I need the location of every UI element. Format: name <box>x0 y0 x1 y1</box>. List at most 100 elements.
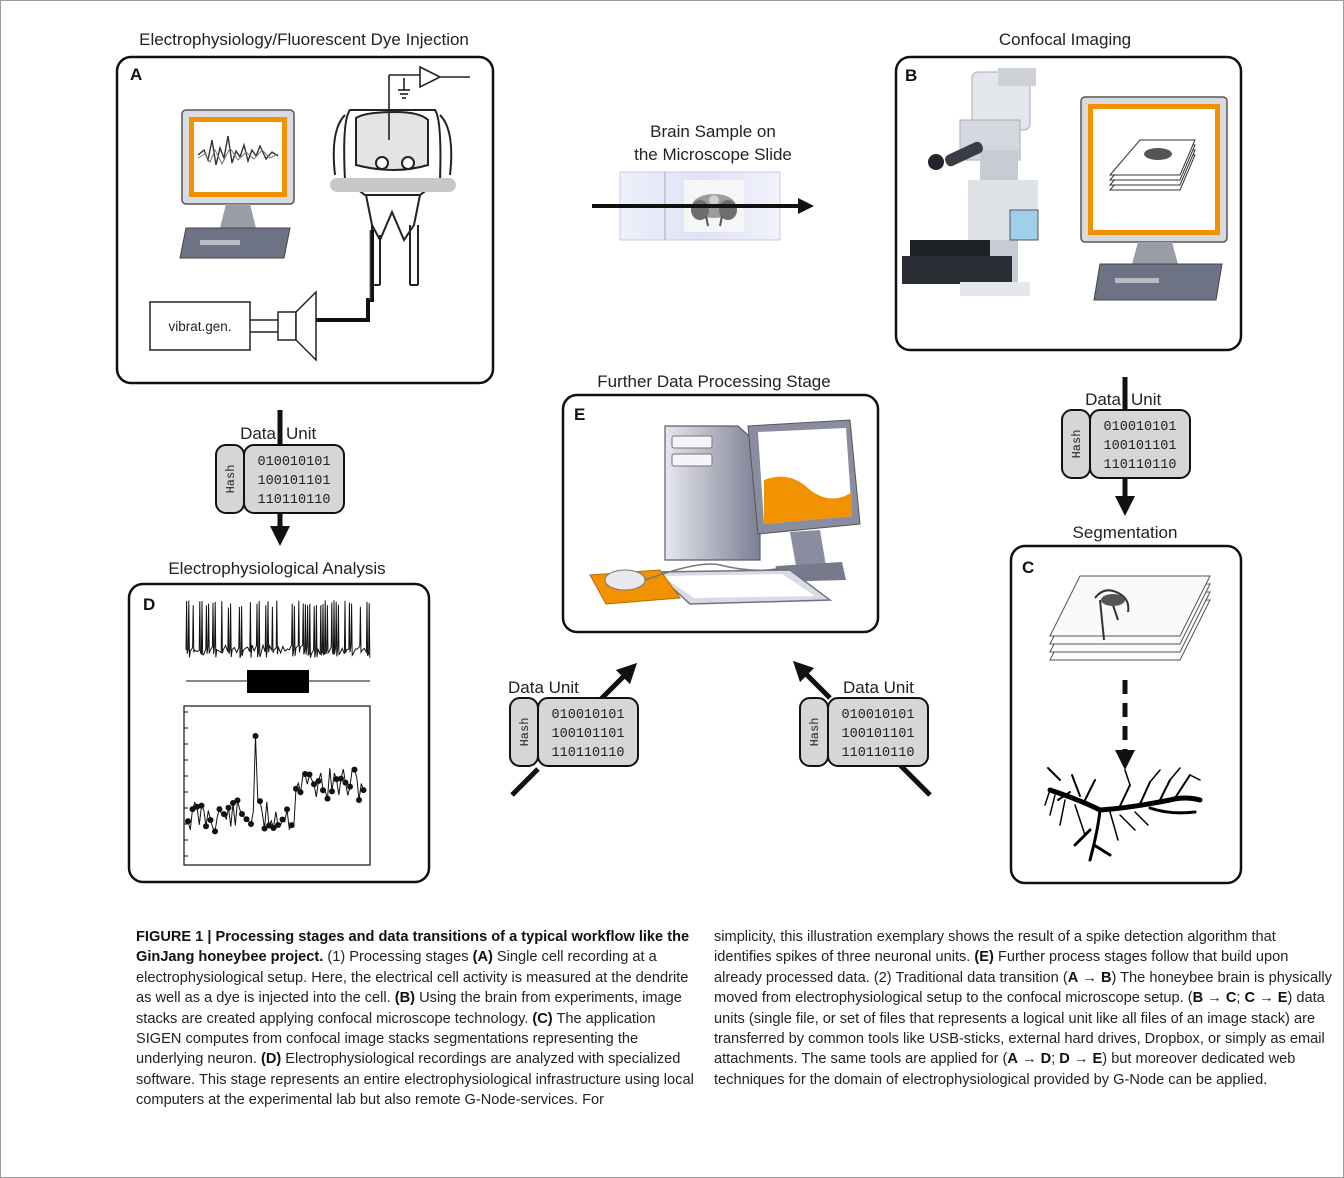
stage-b-title: Confocal Imaging <box>999 30 1131 49</box>
caption-text-run: ) The honeybee brain is physically moved… <box>714 969 1332 1007</box>
caption-text-run: → <box>1069 1051 1093 1068</box>
caption-text-run: Electrophysiological recordings are anal… <box>136 1051 694 1109</box>
bits-box <box>243 444 345 514</box>
caption-text-run: E <box>1092 1051 1103 1068</box>
rate-point <box>225 804 232 811</box>
panel-c-letter: C <box>1022 558 1034 577</box>
caption-text-run: (E) <box>974 949 994 966</box>
hash-label: Hash <box>518 718 532 747</box>
caption-text-run: A <box>1067 969 1079 986</box>
caption-text-run: Using the brain from experiments, image … <box>136 990 682 1027</box>
panel-d: D <box>127 582 431 884</box>
rate-point <box>212 828 218 835</box>
rate-point <box>360 787 367 794</box>
caption-text-run: A <box>1007 1051 1018 1068</box>
data-unit-c-to-e: Data Unit Hash 010010101 100101101 11011… <box>792 660 932 797</box>
honeybee-preparation-icon <box>330 109 456 286</box>
stage-c-title: Segmentation <box>1073 523 1178 542</box>
stimulus-cable <box>316 230 374 322</box>
recording-monitor-icon <box>179 109 295 259</box>
caption-text-run: B <box>1192 990 1204 1007</box>
caption-text-run: C <box>1244 990 1256 1007</box>
caption-left-column: FIGURE 1 | Processing stages and data tr… <box>136 927 701 1111</box>
panel-e-letter: E <box>574 405 585 424</box>
hash-label: Hash <box>808 718 822 747</box>
caption-text-run: D <box>1040 1051 1052 1068</box>
caption-label: FIGURE 1 | Processing stages and data tr… <box>136 929 690 966</box>
caption-text-run: simplicity, this illustration exemplary … <box>714 929 1276 966</box>
bits-box <box>1089 409 1191 479</box>
panel-a-letter: A <box>130 65 142 84</box>
bits-row-2: 100101101 <box>552 727 625 742</box>
rate-point <box>320 787 326 794</box>
rate-point <box>306 771 313 778</box>
spike-trace <box>185 600 371 658</box>
caption-text-run: C <box>1225 990 1237 1007</box>
rate-point <box>329 788 335 795</box>
panel-b-letter: B <box>905 66 917 85</box>
figure-caption: FIGURE 1 | Processing stages and data tr… <box>136 927 1332 1167</box>
bits-row-3: 110110110 <box>552 746 625 761</box>
caption-text-run: (B) <box>394 990 416 1007</box>
caption-text-run: → <box>1255 990 1278 1007</box>
rate-point <box>230 799 236 806</box>
stage-a-title: Electrophysiology/Fluorescent Dye Inject… <box>139 30 469 49</box>
rate-point <box>216 806 223 813</box>
caption-text-run: → <box>1017 1051 1041 1068</box>
desktop-computer-icon <box>589 419 861 605</box>
electrode-amplifier-icon <box>388 65 470 140</box>
bits-row-2: 100101101 <box>258 474 331 489</box>
panel-c: C <box>1009 544 1243 885</box>
image-stack-icon <box>1108 139 1196 191</box>
data-unit-label-de: Data Unit <box>508 678 579 697</box>
rate-point <box>288 822 295 829</box>
stimulus-bar <box>247 670 309 693</box>
rate-point <box>243 816 250 823</box>
stage-d-title: Electrophysiological Analysis <box>168 559 385 578</box>
rate-point <box>342 779 349 786</box>
rate-point <box>257 798 263 805</box>
bits-row-3: 110110110 <box>1104 458 1177 473</box>
rate-point <box>194 803 200 810</box>
rate-point <box>311 781 317 788</box>
panel-b: B <box>894 55 1243 352</box>
neuron-reconstruction-icon <box>1044 767 1203 862</box>
rate-point <box>239 810 245 817</box>
bits-box <box>827 697 929 767</box>
bits-row-3: 110110110 <box>258 493 331 508</box>
brain-sample-line2: the Microscope Slide <box>634 145 792 164</box>
vibration-generator-icon: vibrat.gen. <box>149 290 317 362</box>
panel-e: E <box>561 393 880 634</box>
caption-text-run: ) but moreover dedicated web techniques … <box>714 1051 1296 1088</box>
rate-point <box>315 777 322 784</box>
rate-point <box>279 816 286 823</box>
rate-point <box>356 797 362 804</box>
rate-point <box>284 806 290 813</box>
rate-point <box>266 822 272 829</box>
data-unit-label-ad-left: Data <box>240 424 276 443</box>
panel-d-letter: D <box>143 595 155 614</box>
bits-row-2: 100101101 <box>1104 439 1177 454</box>
caption-text-run: Further process stages follow that build… <box>714 949 1289 986</box>
bits-row-1: 010010101 <box>552 708 625 723</box>
caption-text-run: ; <box>1051 1051 1060 1068</box>
caption-text-run: The application SIGEN computes from conf… <box>136 1010 656 1068</box>
data-unit-label-bc-right: Unit <box>1131 390 1162 409</box>
rate-point <box>324 795 331 802</box>
stage-e-title: Further Data Processing Stage <box>597 372 830 391</box>
rate-point <box>333 776 340 783</box>
caption-text-run: ; <box>1236 990 1245 1007</box>
rate-point <box>275 822 281 829</box>
caption-text-run: D <box>1059 1051 1070 1068</box>
caption-text-run: E <box>1277 990 1288 1007</box>
rate-point <box>351 766 358 773</box>
data-unit-label-bc-left: Data <box>1085 390 1121 409</box>
data-unit-b-to-c: Data Unit Hash 010010101 100101101 11011… <box>1061 377 1191 516</box>
rate-point <box>338 775 344 782</box>
workflow-diagram: Electrophysiology/Fluorescent Dye Inject… <box>115 30 1243 885</box>
hash-label: Hash <box>1070 430 1084 459</box>
data-unit-d-to-e: Data Unit Hash 010010101 100101101 11011… <box>508 662 639 797</box>
data-unit-label-ad-right: Unit <box>286 424 317 443</box>
rate-point <box>248 820 254 827</box>
caption-text-run: → <box>1078 969 1101 986</box>
